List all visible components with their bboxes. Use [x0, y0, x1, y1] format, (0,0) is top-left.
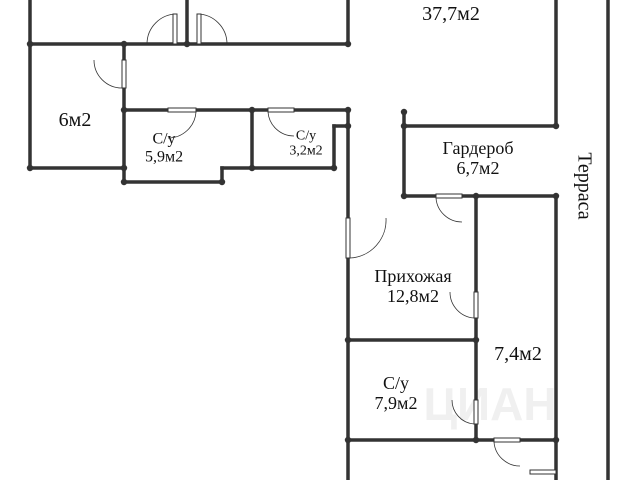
walls	[28, 0, 610, 480]
room-bath3-name: С/у	[382, 373, 410, 394]
door-corridor	[449, 291, 479, 319]
door-bottom	[493, 437, 521, 467]
room-bath2-name: С/у	[295, 128, 317, 144]
doors	[93, 13, 557, 475]
room-wardrobe-area: 6,7м2	[456, 158, 500, 178]
door-living-left	[146, 13, 178, 45]
room-living-area: 37,7м2	[422, 3, 480, 25]
room-bath3-area: 7,9м2	[374, 393, 418, 413]
room-bath2-area: 3,2м2	[289, 144, 323, 159]
door-hall-entry	[345, 217, 387, 259]
door-wardrobe	[435, 193, 463, 223]
room-corridor-area: 7,4м2	[494, 343, 542, 365]
door-bottom-right	[529, 469, 557, 475]
watermark: ЦИАН	[423, 378, 556, 430]
watermark-text: ЦИАН	[423, 378, 556, 430]
door-bath3	[451, 399, 479, 425]
room-bath1-area: 5,9м2	[144, 148, 184, 165]
room-bath1-name: С/у	[152, 130, 176, 148]
room-hall-label: Прихожая 12,8м2	[374, 266, 452, 307]
wall-junctions	[26, 40, 560, 444]
door-living-right	[196, 13, 228, 45]
door-bath1	[167, 107, 197, 139]
room-wardrobe-name: Гардероб	[442, 138, 514, 159]
room-bath1-label: С/у 5,9м2	[145, 130, 183, 165]
room-bath3-label: С/у 7,9м2	[374, 373, 418, 414]
room-bedroom-area: 6м2	[58, 109, 92, 131]
door-bath2	[267, 107, 295, 137]
room-wardrobe-label: Гардероб 6,7м2	[442, 138, 514, 179]
room-hall-name: Прихожая	[374, 266, 452, 287]
terrace-label: Терраса	[573, 152, 596, 220]
room-bath2-label: С/у 3,2м2	[289, 129, 322, 160]
door-bedroom	[93, 59, 127, 89]
room-hall-area: 12,8м2	[387, 286, 439, 306]
